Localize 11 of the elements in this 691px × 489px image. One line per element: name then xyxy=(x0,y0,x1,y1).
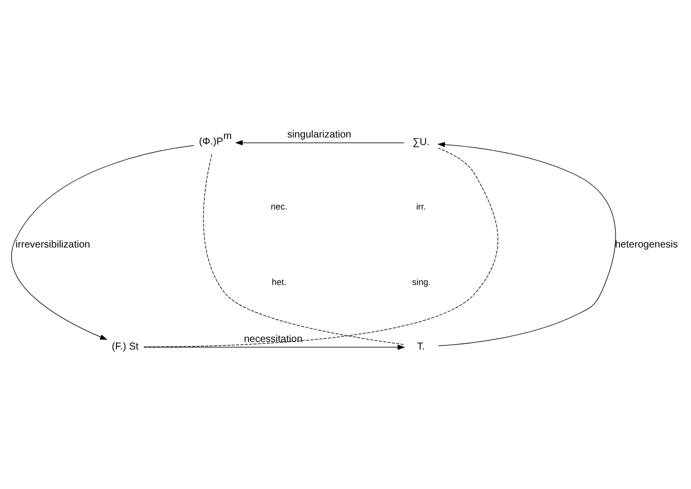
edge-label: necessitation xyxy=(244,334,302,345)
label: sing. xyxy=(412,276,431,286)
label: nec. xyxy=(270,201,288,212)
edge-label: heterogenesis xyxy=(614,238,678,250)
label: het. xyxy=(272,276,286,286)
node-text: T. xyxy=(417,341,425,352)
node-text: (F.) St xyxy=(112,341,139,352)
edge-label: singularization xyxy=(287,129,352,140)
label: irr. xyxy=(416,201,426,212)
node-text: ∑U. xyxy=(412,136,430,148)
edge-label: irreversibilization xyxy=(16,238,90,250)
